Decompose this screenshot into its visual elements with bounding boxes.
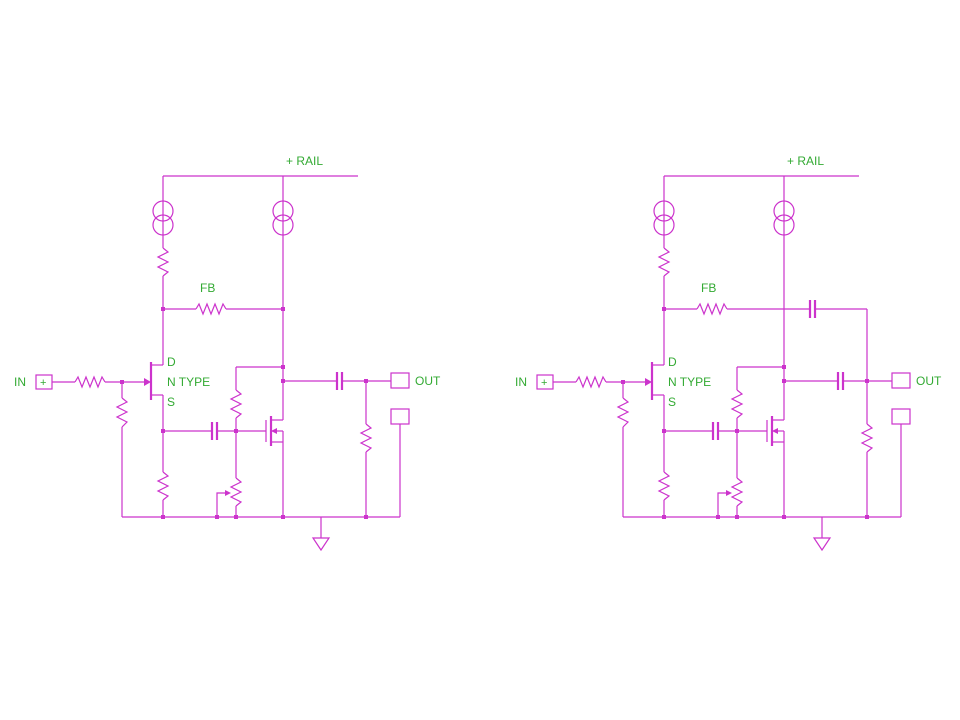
ground-terminal[interactable] — [891, 408, 911, 425]
fet-source-label: S — [167, 395, 175, 409]
resistor-drain — [657, 247, 671, 277]
ground-icon — [812, 537, 832, 552]
resistor-input — [74, 375, 106, 389]
junction-nodes — [621, 307, 869, 519]
schematic-left: + RAIL FB IN + OUT D N TYPE S — [14, 154, 441, 552]
resistor-source — [156, 471, 170, 501]
current-source-left — [653, 200, 675, 236]
resistor-bias-top — [730, 389, 744, 419]
resistor-source — [657, 471, 671, 501]
resistor-fb — [696, 302, 728, 316]
junction-nodes — [120, 307, 368, 519]
resistor-input — [575, 375, 607, 389]
in-label: IN — [515, 375, 527, 389]
resistor-fb — [195, 302, 227, 316]
fb-label: FB — [200, 281, 215, 295]
current-source-right — [272, 200, 294, 236]
resistor-drain — [156, 247, 170, 277]
resistor-load — [359, 423, 373, 453]
potentiometer — [229, 477, 243, 507]
rail-label: + RAIL — [787, 154, 824, 168]
fet-drain-label: D — [167, 355, 176, 369]
jfet-n-type — [144, 362, 163, 400]
schematic-right: + RAIL FB IN + OUT D N TYPE S — [515, 154, 942, 552]
current-source-left — [152, 200, 174, 236]
rail-label: + RAIL — [286, 154, 323, 168]
potentiometer — [730, 477, 744, 507]
output-terminal[interactable] — [390, 372, 410, 389]
out-label: OUT — [415, 374, 441, 388]
ground-icon — [311, 537, 331, 552]
in-label: IN — [14, 375, 26, 389]
in-plus-label: + — [541, 377, 547, 389]
fb-label: FB — [701, 281, 716, 295]
fet-source-label: S — [668, 395, 676, 409]
fet-type-label: N TYPE — [668, 375, 711, 389]
current-source-right — [773, 200, 795, 236]
mosfet — [265, 416, 284, 446]
fet-drain-label: D — [668, 355, 677, 369]
resistor-load — [860, 423, 874, 453]
resistor-bias-top — [229, 389, 243, 419]
resistor-gate — [616, 397, 630, 428]
jfet-n-type — [645, 362, 664, 400]
mosfet — [766, 416, 785, 446]
ground-terminal[interactable] — [390, 408, 410, 425]
out-label: OUT — [916, 374, 942, 388]
in-plus-label: + — [40, 377, 46, 389]
resistor-gate — [115, 397, 129, 428]
output-terminal[interactable] — [891, 372, 911, 389]
fet-type-label: N TYPE — [167, 375, 210, 389]
